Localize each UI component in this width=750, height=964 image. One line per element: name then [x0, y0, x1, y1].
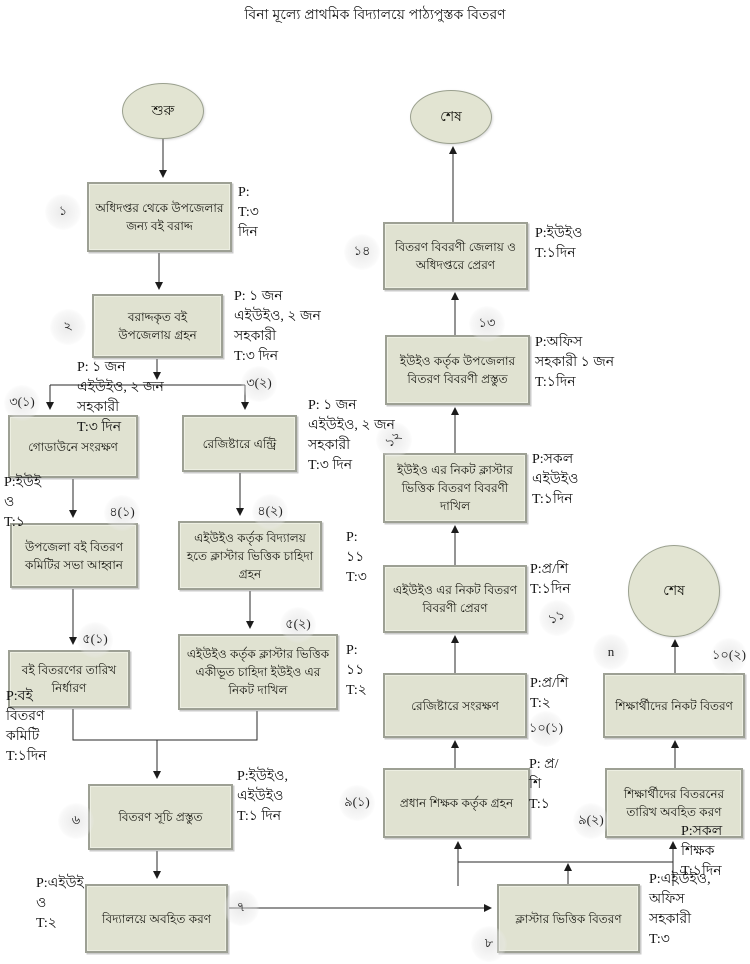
step-12-box: ইউইও এর নিকট ক্লাস্টার ভিত্তিক বিতরণ বিব… — [383, 453, 527, 523]
step-5-2-number: ৫(২) — [280, 607, 316, 643]
step-9-2-number: ৯(২) — [573, 803, 609, 839]
step-8-box: ক্লাস্টার ভিত্তিক বিতরণ — [497, 884, 640, 953]
step-10-2-number: ১০(২) — [711, 638, 747, 674]
step-9-2-box: শিক্ষার্থীদের বিতরনের তারিখ অবহিত করণ — [605, 768, 743, 838]
step-4-2-note: P: ১১ T:৩ — [346, 530, 367, 585]
step-3-1-number: ৩(১) — [4, 385, 40, 421]
step-3-1-note-2: P:ইউই ও T:১ — [4, 475, 42, 530]
step-14-note: P:ইউইও T:১দিন — [535, 226, 583, 261]
start-terminal: শুরু — [122, 83, 204, 139]
step-6-box: বিতরণ সূচি প্রস্তুত — [88, 784, 233, 850]
step-6-note: P:ইউইও, এইউইও T:১ দিন — [237, 769, 288, 824]
step-9-1-number: ৯(১) — [339, 785, 375, 821]
step-1-note: P: T:৩ দিন — [238, 185, 259, 240]
step-14-box: বিতরণ বিবরণী জেলায় ও অধিদপ্তরে প্রেরণ — [383, 222, 528, 290]
end-terminal-top: শেষ — [410, 90, 492, 144]
step-3-2-box: রেজিষ্টারে এন্ট্রি — [182, 415, 297, 472]
step-8-note: P:এইউইও, অফিস সহকারী T:৩ — [649, 872, 711, 947]
step-11-box: এইউইও এর নিকট বিতরণ বিবরণী প্রেরণ — [383, 565, 527, 633]
step-3-1-note: P: ১ জন এইউইও, ২ জন সহকারী T:৩ দিন — [77, 360, 164, 435]
end-terminal-right: শেষ — [628, 545, 720, 637]
step-13-number: ১৩ — [469, 306, 505, 342]
step-9-2-note: P:সকল শিক্ষক T:১দিন — [681, 824, 723, 879]
step-1-box: অধিদপ্তর থেকে উপজেলার জন্য বই বরাদ্দ — [87, 182, 232, 252]
step-12-note: P:সকল এইউইও T:১দিন — [532, 452, 579, 507]
step-7-box: বিদ্যালয়ে অবহিত করণ — [85, 884, 228, 953]
diagram-title: বিনা মূল্যে প্রাথমিক বিদ্যালয়ে পাঠ্যপুস… — [244, 6, 506, 22]
step-9-1-note: P: প্র/ শি T:১ — [529, 757, 559, 812]
step-1-number: ১ — [45, 194, 81, 230]
step-7-note: P:এইউই ও T:২ — [36, 876, 84, 931]
step-4-1-number: ৪(১) — [104, 495, 140, 531]
step-11-note: P:প্র/শি T:১দিন — [530, 562, 571, 597]
step-10-2-n-label: n — [593, 634, 629, 670]
step-5-2-note: P: ১১ T:২ — [346, 643, 367, 698]
step-4-2-number: ৪(২) — [252, 494, 288, 530]
step-3-2-number: ৩(২) — [241, 366, 277, 402]
step-2-note: P: ১ জন এইউইও, ২ জন সহকারী T:৩ দিন — [234, 289, 321, 364]
step-10-1-note: P:প্র/শি T:২ — [530, 676, 569, 711]
step-14-number: ১৪ — [344, 234, 380, 270]
step-10-1-number: ১০(১) — [528, 711, 564, 747]
step-5-2-box: এইউইও কর্তৃক ক্লাস্টার ভিত্তিক একীভূত চা… — [178, 634, 338, 710]
step-3-1-box: গোডাউনে সংরক্ষণ — [8, 415, 138, 478]
split-line-9 — [457, 861, 674, 886]
step-7-number: ৭ — [223, 890, 259, 926]
step-6-number: ৬ — [58, 803, 94, 839]
step-5-1-box: বই বিতরণের তারিখ নির্ধারণ — [8, 650, 130, 708]
step-9-1-box: প্রধান শিক্ষক কর্তৃক গ্রহন — [383, 768, 530, 838]
step-3-2-note: P: ১ জন এইউইও, ২ জন সহকারী T:৩ দিন — [308, 398, 395, 473]
step-5-1-note: P:বই বিতরণ কমিটি T:১দিন — [6, 689, 47, 764]
merge-line-5 — [72, 709, 258, 741]
step-8-number: ৮ — [471, 926, 507, 962]
step-4-2-box: এইউইও কর্তৃক বিদ্যালয় হতে ক্লাস্টার ভিত… — [178, 521, 322, 590]
step-5-1-number: ৫(১) — [77, 622, 113, 658]
step-2-box: বরাদ্দকৃত বই উপজেলায় গ্রহন — [92, 294, 223, 358]
step-4-1-box: উপজেলা বই বিতরণ কমিটির সভা আহ্বান — [10, 523, 138, 588]
step-10-1-box: রেজিষ্টারে সংরক্ষণ — [383, 673, 527, 738]
step-10-2-box: শিক্ষার্থীদের নিকট বিতরণ — [603, 673, 745, 738]
step-13-note: P:অফিস সহকারী ১ জন T:১দিন — [535, 335, 615, 390]
step-13-box: ইউইও কর্তৃক উপজেলার বিতরণ বিবরণী প্রস্তু… — [385, 335, 530, 405]
